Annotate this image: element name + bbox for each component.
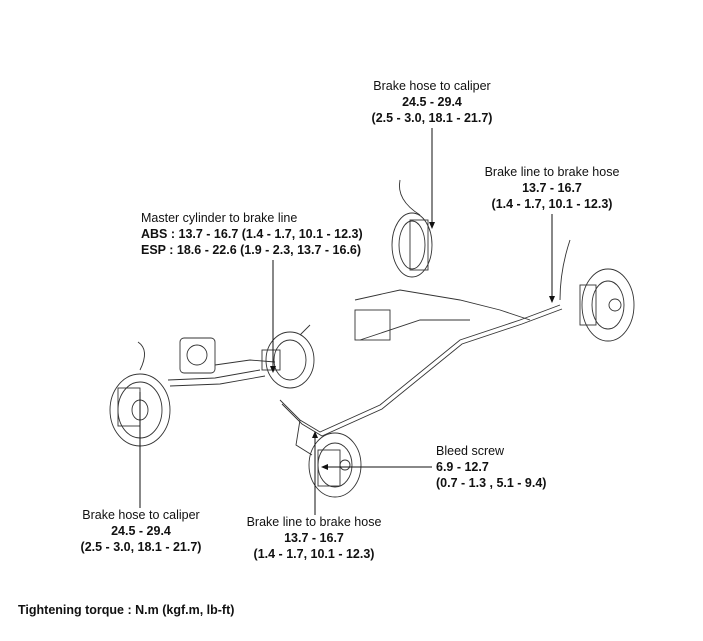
callout-master-cylinder: Master cylinder to brake line ABS : 13.7… — [141, 210, 363, 258]
callout-alt-units: (2.5 - 3.0, 18.1 - 21.7) — [371, 111, 493, 125]
callout-value: 13.7 - 16.7 — [522, 181, 582, 195]
rear-right-brake-disc — [579, 268, 635, 342]
callout-alt-units: (2.5 - 3.0, 18.1 - 21.7) — [80, 540, 202, 554]
callout-bleed-screw: Bleed screw 6.9 - 12.7 (0.7 - 1.3 , 5.1 … — [436, 443, 546, 491]
callout-rear-line-hose: Brake line to brake hose 13.7 - 16.7 (1.… — [485, 164, 620, 212]
front-right-brake-disc — [308, 432, 362, 498]
callout-title: Brake line to brake hose — [246, 515, 382, 529]
callout-abs: ABS : 13.7 - 16.7 (1.4 - 1.7, 10.1 - 12.… — [141, 227, 363, 241]
torque-units-note: Tightening torque : N.m (kgf.m, lb-ft) — [18, 603, 235, 617]
rear-left-brake-disc — [354, 212, 433, 341]
callout-title: Brake hose to caliper — [82, 508, 200, 522]
callout-front-line-hose: Brake line to brake hose 13.7 - 16.7 (1.… — [247, 514, 382, 562]
callout-title: Master cylinder to brake line — [141, 211, 298, 225]
callout-title: Brake line to brake hose — [484, 165, 620, 179]
master-cylinder-booster — [261, 324, 315, 389]
callout-alt-units: (1.4 - 1.7, 10.1 - 12.3) — [491, 197, 613, 211]
callout-value: 13.7 - 16.7 — [284, 531, 344, 545]
callout-title: Bleed screw — [436, 444, 505, 458]
callout-alt-units: (1.4 - 1.7, 10.1 - 12.3) — [253, 547, 375, 561]
callout-value: 24.5 - 29.4 — [111, 524, 171, 538]
callout-value: 6.9 - 12.7 — [436, 460, 489, 474]
callout-esp: ESP : 18.6 - 22.6 (1.9 - 2.3, 13.7 - 16.… — [141, 243, 362, 257]
callout-front-caliper: Brake hose to caliper 24.5 - 29.4 (2.5 -… — [81, 507, 202, 555]
callout-value: 24.5 - 29.4 — [402, 95, 462, 109]
brake-lines — [279, 179, 571, 456]
abs-unit — [167, 337, 276, 387]
callout-rear-caliper: Brake hose to caliper 24.5 - 29.4 (2.5 -… — [372, 78, 493, 126]
callout-alt-units: (0.7 - 1.3 , 5.1 - 9.4) — [436, 476, 547, 490]
callout-title: Brake hose to caliper — [373, 79, 491, 93]
